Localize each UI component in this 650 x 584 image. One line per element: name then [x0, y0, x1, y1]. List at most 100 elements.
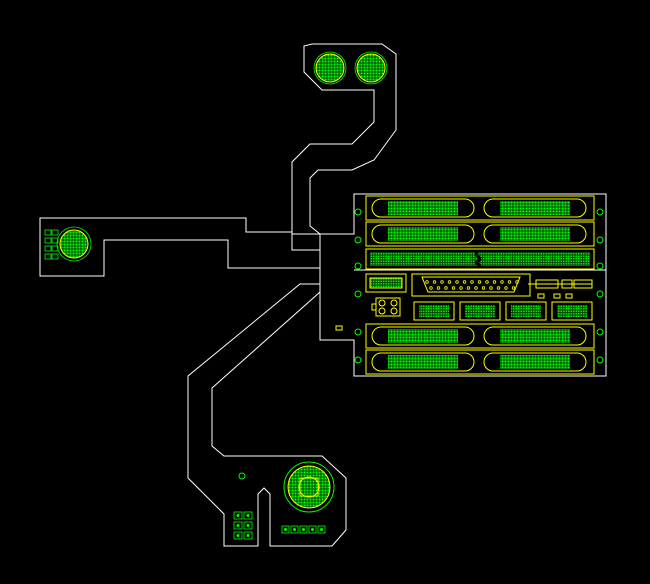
round-connector-right: [356, 53, 386, 83]
mounting-hole: [354, 290, 362, 298]
bottom-pad-grid: [233, 511, 253, 540]
left-round-connector: [59, 229, 89, 259]
bottom-pad-dot: [246, 534, 250, 537]
middle-components: [335, 273, 593, 331]
modular-jack-contacts: [419, 305, 449, 317]
bottom-row-pad: [317, 525, 326, 534]
bottom-row-pad-dot: [320, 528, 323, 531]
bottom-round-connector: [287, 465, 331, 509]
db-pin: [489, 286, 493, 290]
bottom-pad-dot: [236, 524, 240, 527]
left-pad: [51, 253, 59, 260]
modular-jack: [551, 301, 593, 321]
mounting-hole: [354, 236, 362, 244]
db-pin: [492, 280, 497, 284]
db-pin: [507, 280, 512, 284]
bottom-pad: [233, 531, 243, 540]
left-pad: [44, 245, 52, 252]
db-pin: [447, 280, 452, 284]
bottom-pad: [233, 521, 243, 530]
bottom-components: [233, 461, 335, 540]
mounting-hole: [596, 328, 604, 336]
bottom-row-pad: [308, 525, 317, 534]
top-connectors: [313, 51, 388, 85]
rail-frame: [365, 349, 595, 375]
modular-jack: [505, 301, 547, 321]
rail-connector-pins: [388, 355, 458, 369]
rail-connector-pins: [500, 227, 570, 241]
left-pad: [51, 237, 59, 244]
terminal-pin: [378, 299, 386, 307]
mounting-hole: [596, 290, 604, 298]
left-connector: [44, 226, 92, 262]
db-pin: [440, 280, 444, 284]
mounting-hole: [354, 262, 362, 270]
db-pin: [432, 280, 437, 284]
rigid-board: [319, 193, 607, 377]
bottom-pad-row: [281, 525, 326, 534]
rail-frame: [365, 195, 595, 221]
rail-connector-pins: [500, 329, 570, 343]
mounting-hole: [354, 356, 362, 364]
terminal-pin: [390, 307, 398, 315]
db-pin: [429, 286, 433, 290]
bottom-row-pad-dot: [284, 528, 287, 531]
rail-connector-pins: [500, 355, 570, 369]
heatsink-grille: [365, 248, 595, 270]
bottom-pad: [243, 521, 253, 530]
rail-connector-pins: [388, 227, 458, 241]
db-pin: [485, 280, 489, 284]
bottom-row-pad-dot: [302, 528, 305, 531]
db-pin: [436, 286, 441, 290]
db-pin: [511, 286, 516, 290]
modular-jacks: [413, 301, 593, 321]
mounting-hole: [596, 262, 604, 270]
small-pad: [335, 325, 343, 331]
bottom-pad-dot: [236, 534, 240, 537]
rail-frame: [365, 323, 595, 349]
bottom-round-connector-ring: [283, 461, 335, 513]
modular-jack-contacts: [465, 305, 495, 317]
bottom-row-pad: [281, 525, 290, 534]
flex-arm-top: [291, 43, 397, 235]
flex-arm-bottom: [187, 283, 347, 547]
bottom-pad: [243, 511, 253, 520]
bottom-row-pad-dot: [311, 528, 314, 531]
mounting-hole: [354, 208, 362, 216]
bottom-via: [238, 472, 246, 480]
quad-terminal-pins: [378, 299, 398, 315]
db-pin: [496, 286, 501, 290]
power-header: [365, 273, 407, 293]
mounting-hole: [354, 328, 362, 336]
left-pad: [51, 229, 59, 236]
rail-connector-pins: [388, 201, 458, 215]
modular-jack-contacts: [557, 305, 587, 317]
mounting-hole: [596, 356, 604, 364]
left-pad: [44, 229, 52, 236]
bottom-pad-dot: [246, 514, 250, 517]
terminal-pin: [390, 299, 398, 307]
db25-connector: [411, 273, 531, 297]
bottom-row-pad-dot: [293, 528, 296, 531]
memory-rails: [365, 195, 595, 375]
db-pin: [481, 286, 486, 290]
db-pin: [459, 286, 463, 290]
db-pin: [470, 280, 474, 284]
left-pad: [44, 237, 52, 244]
db-pin: [455, 280, 459, 284]
db-pin: [444, 286, 448, 290]
db-pin: [474, 286, 478, 290]
modular-jack: [459, 301, 501, 321]
left-pad: [51, 245, 59, 252]
rail-connector-pins: [500, 201, 570, 215]
db-pin: [504, 286, 508, 290]
bottom-pad-dot: [246, 524, 250, 527]
rail-frame: [365, 221, 595, 247]
mounting-holes: [354, 208, 604, 364]
board-outlines: [39, 43, 607, 547]
left-pad-column: [44, 229, 59, 260]
db-pin: [451, 286, 456, 290]
bottom-pad-dot: [236, 514, 240, 517]
bottom-row-pad: [299, 525, 308, 534]
